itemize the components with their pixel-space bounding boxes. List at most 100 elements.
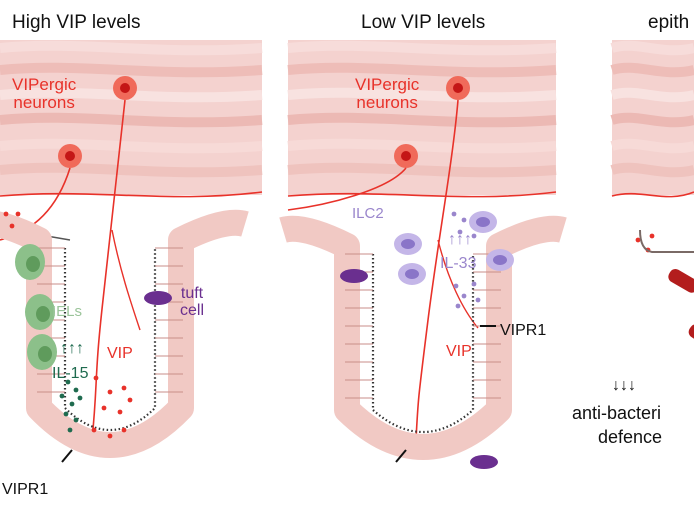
muscle-fiber [610,40,694,56]
muscle-fiber [610,112,694,128]
down-arrows: ↓↓↓ [612,377,636,394]
iel-nucleus [26,256,40,272]
muscle-fiber [0,40,263,56]
vipr1-label-low: VIPR1 [500,322,547,339]
neuron-nucleus [120,83,130,93]
il15-dot [65,379,71,385]
ilc2-label: ILC2 [352,205,384,222]
il33-dot [471,233,477,239]
tuft-cell-label: tuft cell [180,285,205,319]
anti-bacterial-label: anti-bacteri [572,403,662,423]
il33-dot [461,293,467,299]
il33-dot [461,217,467,223]
vipergic-neurons-label: VIPergic neurons [12,75,77,112]
neuron-nucleus [401,151,411,161]
submucosal-nerve [287,191,557,198]
tuft-cell [470,455,498,469]
vip-dot [635,237,641,243]
muscle-fiber [0,162,263,178]
muscle-fiber [287,40,557,56]
il15-dot [59,393,65,399]
panel-title-high: High VIP levels [12,12,141,33]
vip-dot [649,233,655,239]
crypt-high-brush-border [63,248,157,431]
vip-axon [91,99,126,441]
il33-dot [455,303,461,309]
vip-dot [107,389,113,395]
muscle-fiber [610,138,694,154]
vipr1-receptor [395,449,407,463]
panel-title-low: Low VIP levels [361,12,486,33]
il33-dot [475,297,481,303]
il33-dot [451,211,457,217]
vipr1-receptor [61,449,73,463]
panel-epithelium [610,40,694,350]
muscle-fiber [610,87,694,103]
vip-dot [121,427,127,433]
submucosal-nerve [611,191,694,198]
il15-dot [73,417,79,423]
muscle-fiber [0,112,263,128]
bacterium [668,269,694,293]
vip-dot [107,433,113,439]
vip-label-low: VIP [446,343,472,360]
defence-label: defence [598,427,663,447]
il15-dot [69,401,75,407]
vip-dot [93,375,99,381]
il33-dot [453,283,459,289]
neuron-nucleus [65,151,75,161]
crypt-edge [639,229,694,253]
iels-label: IELs [52,303,83,320]
crypt-low-epithelium [279,215,567,460]
crypt-high-epithelium [0,209,249,458]
vip-axon-branch [111,229,141,331]
muscle-fiber [287,62,557,78]
vip-dot [101,405,107,411]
muscle-fiber [287,112,557,128]
vip-dot [3,211,9,217]
panel-title-epith: epith [648,12,690,33]
il15-dot [67,427,73,433]
muscle-fiber [0,62,263,78]
il15-dot [73,387,79,393]
vip-axon [287,167,407,211]
vip-dot [9,223,15,229]
muscle-fiber [610,162,694,178]
il33-label: IL-33 [440,255,477,272]
iel-nucleus [36,306,50,322]
ilc2-nucleus [401,239,415,249]
submucosal-nerve [0,191,263,198]
iel-nucleus [38,346,52,362]
vip-dot [15,211,21,217]
il33-arrows: ↑↑↑ [448,231,472,248]
panel-low-vip [279,40,567,469]
vip-axon [415,99,459,441]
vipr1-label-high: VIPR1 [2,481,49,498]
ilc2-nucleus [493,255,507,265]
vip-axon-branch [437,239,479,329]
panel-high-vip [0,40,263,463]
ilc2-nucleus [405,269,419,279]
tuft-cell [144,291,172,305]
muscle-fiber [610,62,694,78]
il33-dot [471,281,477,287]
il15-arrows: ↑↑↑ [60,340,84,357]
vip-label: VIP [107,345,133,362]
vip-dot [117,409,123,415]
muscle-fiber [287,87,557,103]
muscle-fiber [287,138,557,154]
vip-dot [121,385,127,391]
crypt-low-brush-border [371,254,475,434]
muscle-fiber [287,162,557,178]
vip-dot [127,397,133,403]
bacterium [688,324,694,350]
il33-dot [457,229,463,235]
il15-label: IL-15 [52,365,89,382]
neuron-nucleus [453,83,463,93]
ilc2-nucleus [476,217,490,227]
vipergic-neurons-label-low: VIPergic neurons [355,75,420,112]
muscle-fiber [0,138,263,154]
il15-dot [63,411,69,417]
il15-dot [77,395,83,401]
